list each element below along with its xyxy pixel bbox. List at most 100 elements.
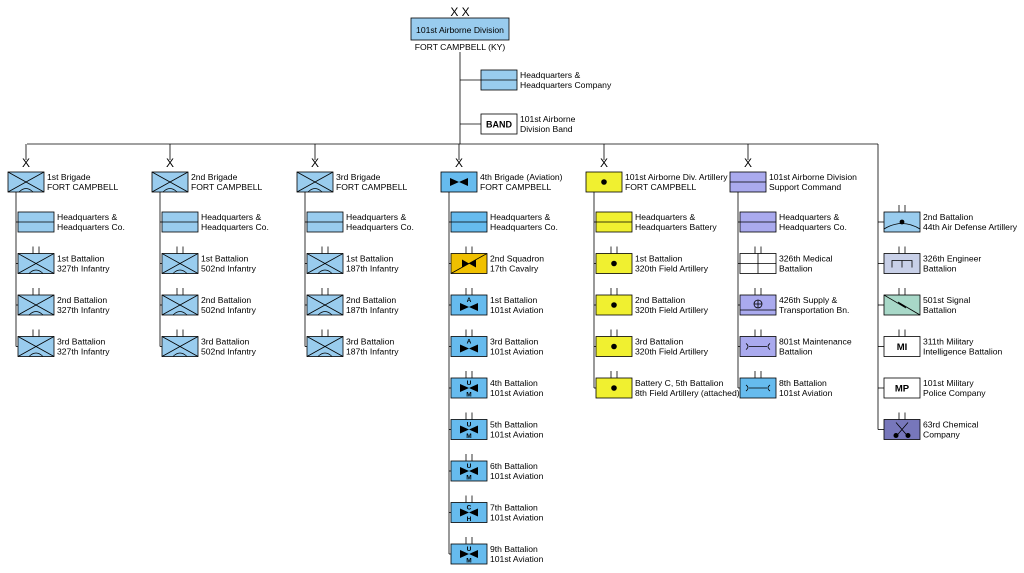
unit-label: 4th Battalion xyxy=(490,378,538,388)
unit-label: Support Command xyxy=(769,182,841,192)
airborne-arc xyxy=(18,188,34,193)
symbol-code: M xyxy=(466,392,471,399)
unit-label: Police Company xyxy=(923,388,986,398)
unit-label: 3rd Battalion xyxy=(201,337,249,347)
unit-symbol xyxy=(161,253,199,274)
unit-label: 5th Battalion xyxy=(490,420,538,430)
unit-symbol xyxy=(440,171,478,193)
symbol-code: MI xyxy=(897,342,908,353)
aviation-bowtie xyxy=(460,344,478,353)
unit-label: Intelligence Battalion xyxy=(923,347,1003,357)
unit-label: 801st Maintenance xyxy=(779,337,852,347)
unit-symbol xyxy=(883,294,921,316)
symbol-code: U xyxy=(467,463,472,470)
unit-label: 1st Battalion xyxy=(635,254,683,264)
unit-label: FORT CAMPBELL xyxy=(191,182,263,192)
artillery-dot xyxy=(611,260,617,267)
infantry-cross xyxy=(7,171,45,193)
aviation-bowtie xyxy=(450,178,468,186)
unit-label: Company xyxy=(923,430,960,440)
division-location: FORT CAMPBELL (KY) xyxy=(415,42,506,52)
symbol-code: U xyxy=(467,380,472,387)
unit-label: 1st Battalion xyxy=(346,254,394,264)
unit-symbol xyxy=(595,336,633,357)
unit-label: Headquarters & xyxy=(346,212,406,222)
unit-label: 2nd Battalion xyxy=(635,295,685,305)
unit-label: 502nd Infantry xyxy=(201,264,257,274)
unit-label: 187th Infantry xyxy=(346,347,399,357)
infantry-cross xyxy=(296,171,334,193)
infantry-cross xyxy=(306,253,344,274)
unit-label: Headquarters & xyxy=(779,212,839,222)
unit-symbol xyxy=(883,253,921,274)
unit-symbol: BAND xyxy=(480,113,518,135)
unit-label: FORT CAMPBELL xyxy=(625,182,697,192)
unit-symbol xyxy=(595,211,633,233)
unit-symbol xyxy=(161,211,199,233)
unit-label: 1st Battalion xyxy=(490,295,538,305)
symbol-frame xyxy=(883,336,921,357)
unit-symbol xyxy=(306,253,344,274)
symbol-code: BAND xyxy=(486,120,512,130)
unit-label: 327th Infantry xyxy=(57,305,110,315)
connector-lines xyxy=(15,52,884,555)
symbol-code: A xyxy=(467,297,472,304)
unit-label: 1st Battalion xyxy=(201,254,249,264)
unit-symbol xyxy=(306,336,344,357)
symbol-code: M xyxy=(466,433,471,440)
brigade-echelon: X xyxy=(600,156,608,170)
unit-label: 8th Field Artillery (attached) xyxy=(635,388,740,398)
unit-label: 187th Infantry xyxy=(346,264,399,274)
unit-label: 327th Infantry xyxy=(57,347,110,357)
airborne-arc xyxy=(317,269,333,274)
unit-label: 311th Military xyxy=(923,337,974,347)
unit-label: 501st Signal xyxy=(923,295,970,305)
unit-symbol xyxy=(739,336,777,357)
unit-symbol xyxy=(595,294,633,316)
unit-label: 9th Battalion xyxy=(490,544,538,554)
brigade-echelon: X xyxy=(22,156,30,170)
aviation-bowtie xyxy=(460,508,478,517)
brigade-echelon: X xyxy=(311,156,319,170)
unit-label: Battery C, 5th Battalion xyxy=(635,378,724,388)
signal-bolt xyxy=(883,294,921,316)
unit-label: Headquarters Co. xyxy=(201,222,269,232)
unit-label: Headquarters Co. xyxy=(346,222,414,232)
brigade-echelon: X xyxy=(166,156,174,170)
aviation-bowtie xyxy=(460,384,478,392)
unit-label: FORT CAMPBELL xyxy=(480,182,552,192)
unit-symbol: MI xyxy=(883,336,921,357)
unit-label: Division Band xyxy=(520,124,573,134)
unit-label: 320th Field Artillery xyxy=(635,347,709,357)
unit-symbol xyxy=(7,171,45,193)
symbol-code: M xyxy=(466,558,471,565)
unit-label: Transportation Bn. xyxy=(779,305,849,315)
unit-symbol: UM xyxy=(450,543,488,565)
unit-label: Headquarters Battery xyxy=(635,222,717,232)
airborne-arc xyxy=(317,352,333,357)
infantry-cross xyxy=(17,336,55,357)
symbol-frame xyxy=(883,377,921,399)
unit-label: 320th Field Artillery xyxy=(635,264,709,274)
airborne-arc xyxy=(172,311,188,316)
artillery-dot xyxy=(899,219,905,225)
unit-symbol xyxy=(151,171,189,193)
unit-symbol xyxy=(595,377,633,399)
aviation-bowtie xyxy=(460,550,478,558)
brigade-echelon: X xyxy=(455,156,463,170)
airborne-arc xyxy=(162,188,178,193)
unit-label: 2nd Battalion xyxy=(923,212,973,222)
unit-symbol: UM xyxy=(450,419,488,440)
unit-label: 101st Airborne xyxy=(520,114,576,124)
unit-symbol xyxy=(739,253,777,274)
unit-label: 101st Aviation xyxy=(490,430,544,440)
unit-symbol xyxy=(883,419,921,440)
unit-label: 3rd Brigade xyxy=(336,172,381,182)
unit-label: Battalion xyxy=(779,264,813,274)
unit-label: Headquarters & xyxy=(57,212,117,222)
unit-label: 2nd Battalion xyxy=(57,295,107,305)
unit-symbol xyxy=(739,377,777,399)
unit-label: 187th Infantry xyxy=(346,305,399,315)
